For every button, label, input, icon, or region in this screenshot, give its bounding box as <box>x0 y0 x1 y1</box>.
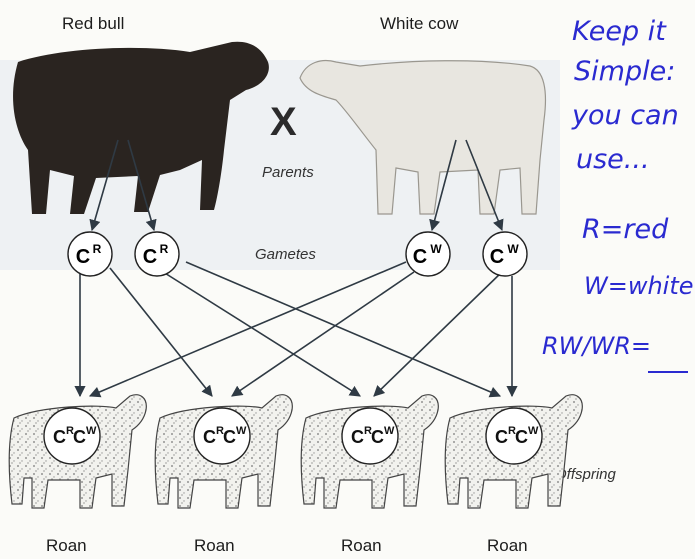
svg-text:W: W <box>236 425 247 437</box>
note-line-4: use... <box>576 144 650 175</box>
cow-image <box>300 61 545 214</box>
gamete-4-base: C <box>490 246 504 268</box>
svg-text:W: W <box>528 425 539 437</box>
phenotype-2: Roan <box>194 536 235 556</box>
gamete-2-base: C <box>143 246 157 268</box>
phenotype-1: Roan <box>46 536 87 556</box>
bull-image <box>13 42 269 214</box>
gamete-3: C W <box>406 232 450 276</box>
gamete-3-base: C <box>413 246 427 268</box>
note-line-5: R=red <box>582 214 668 245</box>
svg-text:C: C <box>351 427 364 447</box>
gamete-3-allele: W <box>430 242 442 256</box>
svg-text:C: C <box>495 427 508 447</box>
offspring-calf-4 <box>445 395 582 508</box>
gamete-2-allele: R <box>160 242 169 256</box>
gamete-1-allele: R <box>93 242 102 256</box>
phenotype-3: Roan <box>341 536 382 556</box>
svg-text:W: W <box>384 425 395 437</box>
svg-text:C: C <box>203 427 216 447</box>
note-line-6: W=white <box>584 272 694 300</box>
gamete-arrows <box>80 262 512 396</box>
gamete-1: C R <box>68 232 112 276</box>
svg-text:C: C <box>223 427 236 447</box>
svg-text:C: C <box>53 427 66 447</box>
svg-text:W: W <box>86 425 97 437</box>
gamete-1-base: C <box>76 246 90 268</box>
note-line-2: Simple: <box>574 56 675 87</box>
phenotype-4: Roan <box>487 536 528 556</box>
offspring-calf-3 <box>301 395 438 508</box>
gamete-2: C R <box>135 232 179 276</box>
svg-text:C: C <box>515 427 528 447</box>
gamete-4: C W <box>483 232 527 276</box>
note-line-7: RW/WR= <box>542 332 651 360</box>
note-line-3: you can <box>572 100 679 131</box>
note-line-1: Keep it <box>572 16 666 47</box>
svg-text:C: C <box>73 427 86 447</box>
svg-text:C: C <box>371 427 384 447</box>
offspring-calf-1 <box>9 395 146 508</box>
offspring-calf-2 <box>155 395 292 508</box>
gamete-4-allele: W <box>507 242 519 256</box>
